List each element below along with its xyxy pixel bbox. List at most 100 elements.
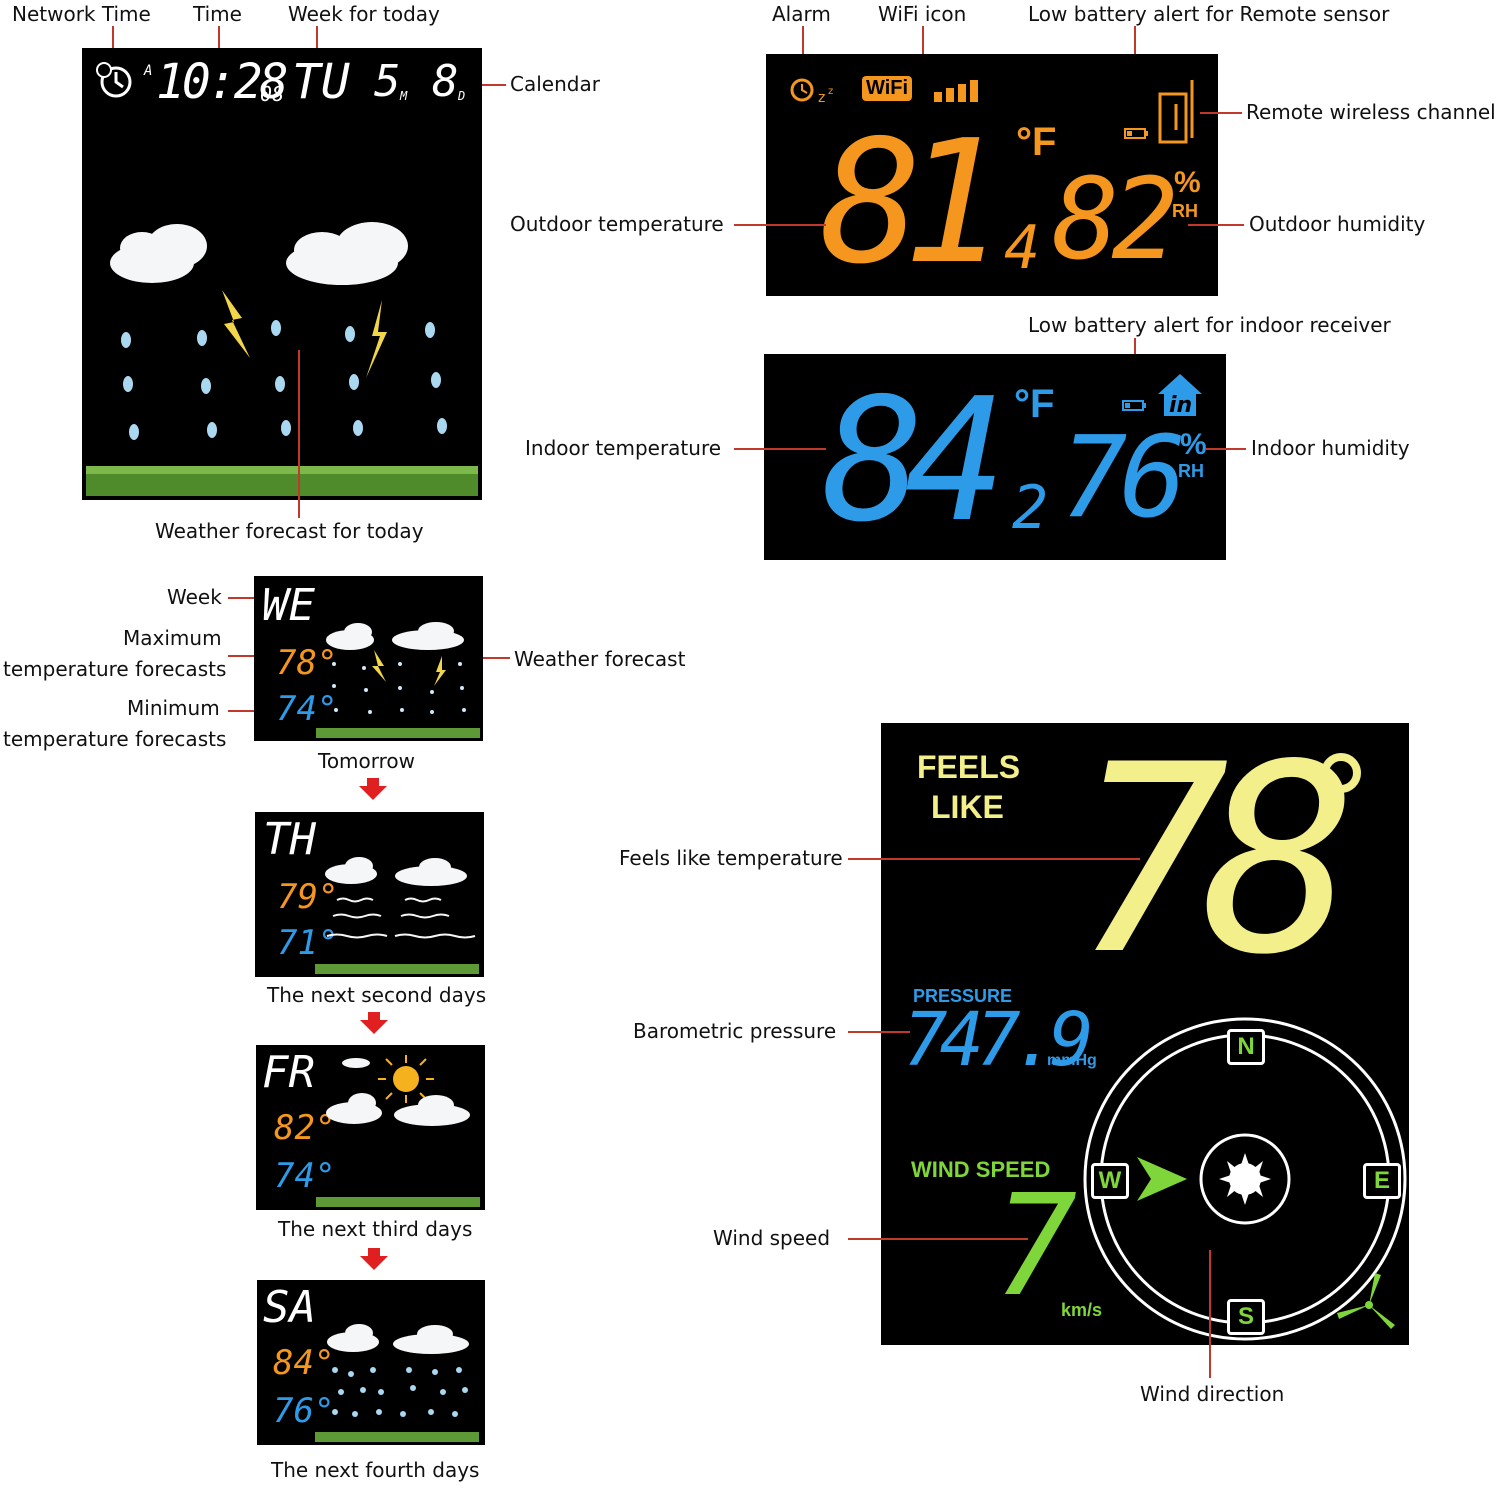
compass-s: S xyxy=(1237,1303,1254,1330)
label-indoor-temp: Indoor temperature xyxy=(525,436,722,460)
indoor-temp-int: 84 xyxy=(822,362,1007,560)
wifi-badge: WiFi xyxy=(862,76,913,101)
forecast-day-1: WE xyxy=(262,580,315,631)
indoor-temp-dec: 2 xyxy=(1012,473,1049,543)
indoor-home-icon: in xyxy=(1158,374,1202,418)
compass-e-box: E xyxy=(1363,1163,1401,1199)
indoor-in-badge: in xyxy=(1169,393,1192,418)
leader-forecast-today xyxy=(298,350,300,518)
today-panel: A 10:28 08 TU 5 M 8 D xyxy=(82,48,482,500)
wind-unit: km/s xyxy=(1061,1300,1103,1320)
windmill-icon xyxy=(1337,1273,1395,1329)
signal-bars-icon xyxy=(934,80,978,102)
compass-e: E xyxy=(1373,1167,1390,1194)
wind-label: WIND SPEED xyxy=(911,1157,1051,1182)
label-min-temp-1: Minimum xyxy=(127,696,220,720)
forecast-min-2: 71° xyxy=(277,923,339,963)
leader-outdoor-hum xyxy=(1188,224,1244,226)
wind-compass xyxy=(1083,1017,1407,1341)
network-clock-icon xyxy=(96,62,132,98)
leader-wifi xyxy=(922,26,924,72)
main-seconds: 08 xyxy=(260,82,285,106)
label-weather-forecast: Weather forecast xyxy=(514,647,686,671)
feels-degree-icon xyxy=(1321,753,1361,793)
label-wind-speed: Wind speed xyxy=(713,1226,831,1250)
label-tomorrow: Tomorrow xyxy=(318,749,416,773)
label-outdoor-hum: Outdoor humidity xyxy=(1249,212,1426,236)
forecast-day-3: FR xyxy=(262,1047,315,1098)
arrow-down-1 xyxy=(359,786,387,800)
arrow-down-2-stem xyxy=(368,1012,380,1020)
forecast-max-3: 82° xyxy=(274,1108,336,1148)
forecast-max-1: 78° xyxy=(276,643,338,683)
feels-panel: FEELS LIKE 78 PRESSURE 747.9 mmHg WIND S… xyxy=(881,723,1409,1345)
compass-n: N xyxy=(1237,1033,1255,1060)
label-alarm: Alarm xyxy=(772,2,831,26)
svg-text:z: z xyxy=(818,90,825,106)
label-remote-channel: Remote wireless channel xyxy=(1246,100,1496,124)
compass-w-box: W xyxy=(1091,1163,1129,1199)
arrow-down-1-stem xyxy=(367,778,379,786)
leader-min-temp xyxy=(228,710,268,712)
outdoor-humidity: 82 xyxy=(1052,155,1179,285)
remote-channel-icon xyxy=(1158,80,1194,144)
indoor-temp-unit: °F xyxy=(1014,382,1055,426)
label-low-batt-indoor: Low battery alert for indoor receiver xyxy=(1028,313,1391,337)
outdoor-temp-unit: °F xyxy=(1016,120,1057,164)
forecast-min-1: 74° xyxy=(276,689,338,729)
compass-s-box: S xyxy=(1227,1299,1265,1335)
feels-title-2: LIKE xyxy=(931,789,1004,825)
arrow-down-2 xyxy=(360,1020,388,1034)
main-weekday: TU xyxy=(292,54,350,110)
leader-week xyxy=(228,597,256,599)
forecast-min-4: 76° xyxy=(273,1391,335,1431)
label-low-batt-remote: Low battery alert for Remote sensor xyxy=(1028,2,1390,26)
label-week-today: Week for today xyxy=(288,2,440,26)
outdoor-temp-dec: 4 xyxy=(1004,213,1041,283)
label-wifi: WiFi icon xyxy=(878,2,967,26)
storm-weather-icon xyxy=(86,222,478,496)
forecast-panel-4: SA 84° 76° xyxy=(257,1280,485,1445)
leader-time xyxy=(218,26,220,58)
leader-remote-channel xyxy=(1200,112,1242,114)
label-week: Week xyxy=(167,585,222,609)
arrow-down-3 xyxy=(360,1256,388,1270)
forecast-day-4: SA xyxy=(263,1282,316,1333)
forecast-panel-3: FR 82° 74° xyxy=(256,1045,485,1210)
label-max-temp-1: Maximum xyxy=(123,626,222,650)
main-day-flag: D xyxy=(458,89,466,103)
fog-forecast-icon xyxy=(315,857,479,974)
leader-max-temp xyxy=(228,655,268,657)
leader-pressure xyxy=(848,1031,910,1033)
leader-feels-like xyxy=(848,858,1140,860)
label-day2: The next second days xyxy=(267,983,487,1007)
label-pressure: Barometric pressure xyxy=(633,1019,837,1043)
main-day: 8 xyxy=(432,56,459,107)
remote-battery-icon xyxy=(1124,128,1148,139)
storm-forecast-icon xyxy=(316,622,480,738)
indoor-hum-rh: RH xyxy=(1178,461,1204,481)
label-forecast-today: Weather forecast for today xyxy=(155,519,424,543)
feels-value: 78 xyxy=(1073,710,1358,1012)
compass-n-box: N xyxy=(1227,1029,1265,1065)
forecast-min-3: 74° xyxy=(274,1156,336,1196)
label-wind-direction: Wind direction xyxy=(1140,1382,1285,1406)
leader-indoor-temp xyxy=(734,448,826,450)
indoor-hum-pct: % xyxy=(1180,428,1207,461)
forecast-panel-1: WE 78° 74° xyxy=(254,576,483,741)
pressure-unit: mmHg xyxy=(1047,1052,1097,1069)
label-calendar: Calendar xyxy=(510,72,600,96)
label-indoor-hum: Indoor humidity xyxy=(1251,436,1410,460)
outdoor-hum-rh: RH xyxy=(1172,201,1198,221)
leader-calendar xyxy=(482,84,506,86)
sun-center-icon xyxy=(1219,1153,1271,1205)
feels-title-1: FEELS xyxy=(917,749,1021,785)
indoor-battery-icon xyxy=(1122,400,1146,411)
label-min-temp-2: temperature forecasts xyxy=(3,727,227,751)
indoor-humidity: 76 xyxy=(1060,413,1187,543)
forecast-panel-2: TH 79° 71° xyxy=(255,812,484,977)
label-max-temp-2: temperature forecasts xyxy=(3,657,227,681)
label-outdoor-temp: Outdoor temperature xyxy=(510,212,724,236)
leader-outdoor-temp xyxy=(734,224,826,226)
forecast-max-4: 84° xyxy=(273,1343,335,1383)
